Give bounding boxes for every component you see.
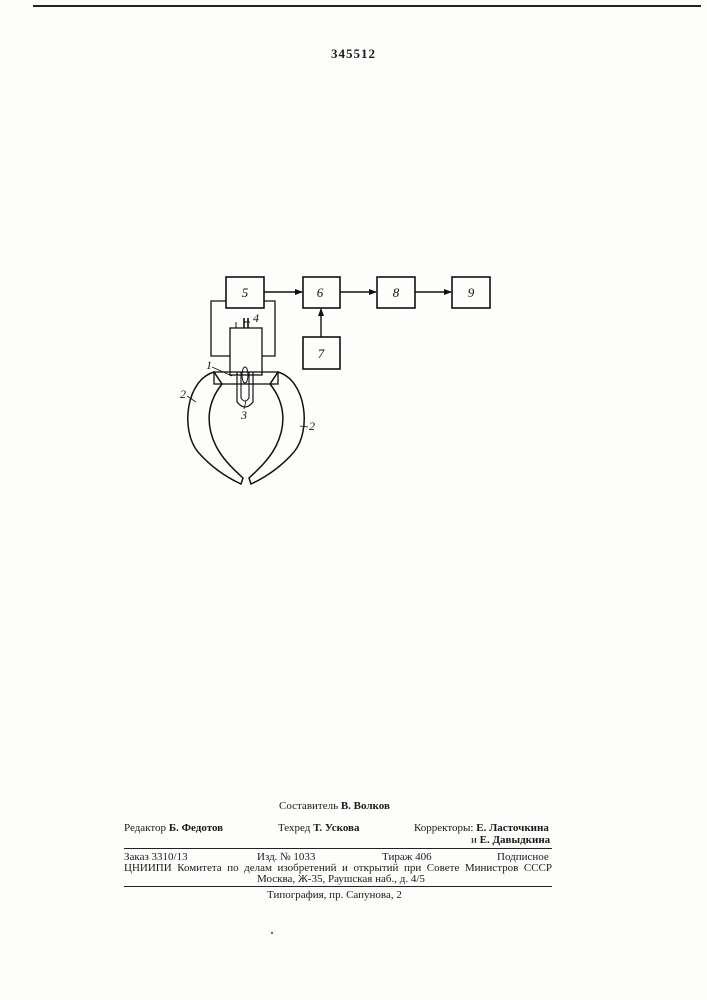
compiler-line: Составитель В. Волков bbox=[279, 800, 390, 812]
printing-house: Типография, пр. Сапунова, 2 bbox=[267, 889, 402, 901]
editor-name: Б. Федотов bbox=[169, 822, 223, 834]
compiler-role: Составитель bbox=[279, 800, 338, 812]
editor-line: Редактор Б. Федотов bbox=[124, 822, 223, 834]
corrector2-prefix: и bbox=[471, 834, 477, 846]
compiler-name: В. Волков bbox=[341, 800, 390, 812]
corrector2-name: Е. Давыдкина bbox=[480, 834, 551, 846]
stray-dot bbox=[271, 932, 273, 934]
corrector-line-2: и Е. Давыдкина bbox=[471, 834, 550, 846]
correctors-role: Корректоры: bbox=[414, 822, 473, 834]
corrector1-name: Е. Ласточкина bbox=[476, 822, 549, 834]
techred-name: Т. Ускова bbox=[313, 822, 359, 834]
address-line: Москва, Ж-35, Раушская наб., д. 4/5 bbox=[257, 873, 425, 885]
editor-role: Редактор bbox=[124, 822, 166, 834]
techred-line: Техред Т. Ускова bbox=[278, 822, 360, 834]
separator-rule-2 bbox=[124, 886, 552, 887]
techred-role: Техред bbox=[278, 822, 310, 834]
separator-rule bbox=[124, 848, 552, 849]
corrector-line-1: Корректоры: Е. Ласточкина bbox=[414, 822, 549, 834]
